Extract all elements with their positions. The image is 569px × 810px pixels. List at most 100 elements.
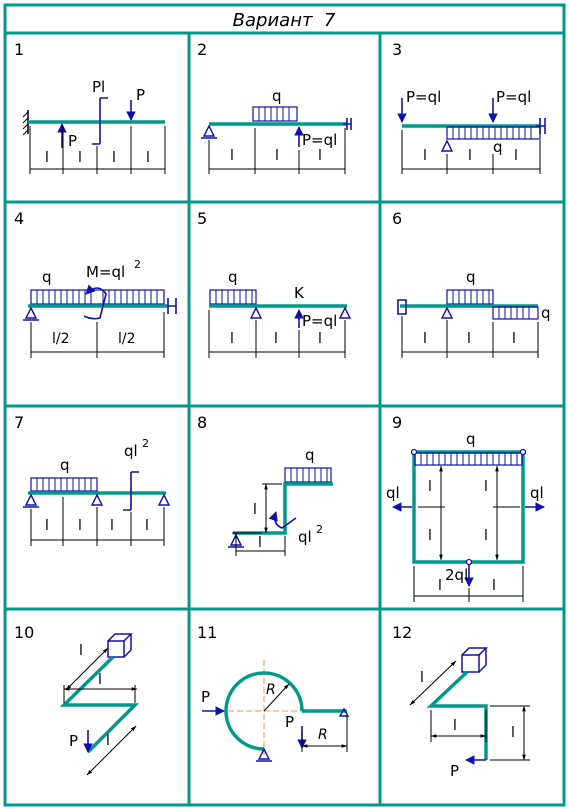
dim-l-half: l/2 [118, 331, 136, 347]
label-K: K [294, 284, 305, 302]
pin-support [157, 493, 171, 506]
dim-l: l [423, 148, 427, 164]
distributed-load [30, 289, 165, 305]
pin-support [90, 493, 104, 506]
moment-symbol [268, 511, 297, 529]
diagram-problem-12: P l l l [409, 647, 530, 780]
fixed-end [397, 299, 407, 315]
label-q-right: q [541, 304, 551, 322]
table-grid [3, 3, 566, 807]
label-P: P=ql [302, 131, 337, 149]
dim-l: l [230, 148, 234, 164]
dim-l: l [106, 733, 110, 749]
dim-l: l [110, 518, 114, 534]
label-R: R [318, 727, 328, 743]
dim-l: l [423, 331, 427, 347]
label-2ql: 2ql [445, 566, 468, 584]
dim-l: l [318, 331, 322, 347]
label-q-top: q [466, 268, 476, 286]
dim-l: l [514, 148, 518, 164]
distributed-load [284, 467, 332, 483]
dim-l: l [45, 518, 49, 534]
pin-support [23, 306, 39, 321]
problem-number-12: 12 [392, 623, 412, 642]
problem-number-2: 2 [197, 40, 207, 59]
label-q: q [305, 446, 315, 464]
label-P-right: P=ql [496, 88, 531, 106]
pin-support [440, 139, 454, 152]
label-P-top: P [136, 86, 145, 104]
dim-l: l [79, 643, 83, 659]
distributed-load [492, 306, 539, 320]
diagram-problem-7: q ql 2 l l l l [23, 437, 171, 546]
label-M: ql [298, 528, 312, 546]
moment-symbol [123, 471, 139, 511]
diagram-problem-1: Pl P P l l l l [22, 78, 166, 174]
fixed-end [167, 298, 177, 314]
dim-l: l [78, 150, 82, 166]
dim-l: l [45, 150, 49, 166]
dim-l: l [98, 672, 102, 688]
fixed-block [461, 647, 488, 673]
label-P: P=ql [302, 312, 337, 330]
dim-l: l [275, 148, 279, 164]
dim-l: l [438, 578, 442, 594]
label-q: q [466, 430, 476, 448]
dim-l: l [420, 670, 424, 686]
label-M-exp: 2 [142, 437, 149, 450]
problem-number-3: 3 [392, 40, 402, 59]
dim-l: l [78, 518, 82, 534]
problem-number-6: 6 [392, 209, 402, 228]
problem-number-5: 5 [197, 209, 207, 228]
problem-number-11: 11 [197, 623, 217, 642]
label-P: P [69, 732, 78, 750]
pin-support [338, 306, 352, 319]
label-M: M=ql [86, 263, 125, 281]
dim-l: l [230, 331, 234, 347]
fixed-end [536, 118, 546, 134]
dim-l-horizontal: l [258, 535, 262, 551]
diagram-problem-4: q M=ql 2 l/2 l/2 [23, 258, 177, 358]
diagram-problem-6: q q l l l [397, 268, 551, 358]
label-P-mid: P [68, 132, 77, 150]
problem-numbers: 1 2 3 4 5 6 7 8 9 10 11 12 [14, 40, 412, 642]
problem-number-9: 9 [392, 413, 402, 432]
dim-l: l [428, 528, 432, 544]
pin-support [249, 306, 263, 319]
label-q: q [272, 87, 282, 105]
label-M-exp: 2 [134, 258, 141, 271]
label-ql-right: ql [530, 484, 544, 502]
label-ql-left: ql [386, 484, 400, 502]
diagram-problem-8: q ql 2 l l [228, 446, 333, 556]
label-P-left: P [201, 688, 210, 706]
problem-number-4: 4 [14, 209, 24, 228]
label-R: R [266, 682, 276, 698]
problem-number-1: 1 [14, 40, 24, 59]
problem-number-10: 10 [14, 623, 34, 642]
variant-title: Вариант 7 [233, 10, 336, 31]
dim-l: l [467, 331, 471, 347]
dim-l: l [146, 150, 150, 166]
dim-l: l [511, 725, 515, 741]
pin-support [338, 707, 350, 717]
dim-l: l [318, 148, 322, 164]
label-q: q [493, 138, 503, 156]
dim-l: l [428, 479, 432, 495]
frame-member [426, 670, 488, 760]
dim-l-half: l/2 [52, 331, 70, 347]
pin-support [256, 747, 272, 762]
dim-l: l [512, 331, 516, 347]
diagram-problem-10: P l l l [59, 633, 140, 776]
label-P-right: P [285, 713, 294, 731]
dim-l-vertical: l [253, 502, 257, 518]
label-M: ql [124, 442, 138, 460]
label-q: q [42, 268, 52, 286]
pin-support [201, 124, 217, 139]
diagram-problem-2: q P=ql l l l [201, 87, 352, 174]
diagram-problem-11: P P R R [201, 660, 350, 762]
dim-l: l [484, 479, 488, 495]
dim-l: l [112, 150, 116, 166]
distributed-load [30, 477, 98, 492]
distributed-load [446, 289, 494, 305]
